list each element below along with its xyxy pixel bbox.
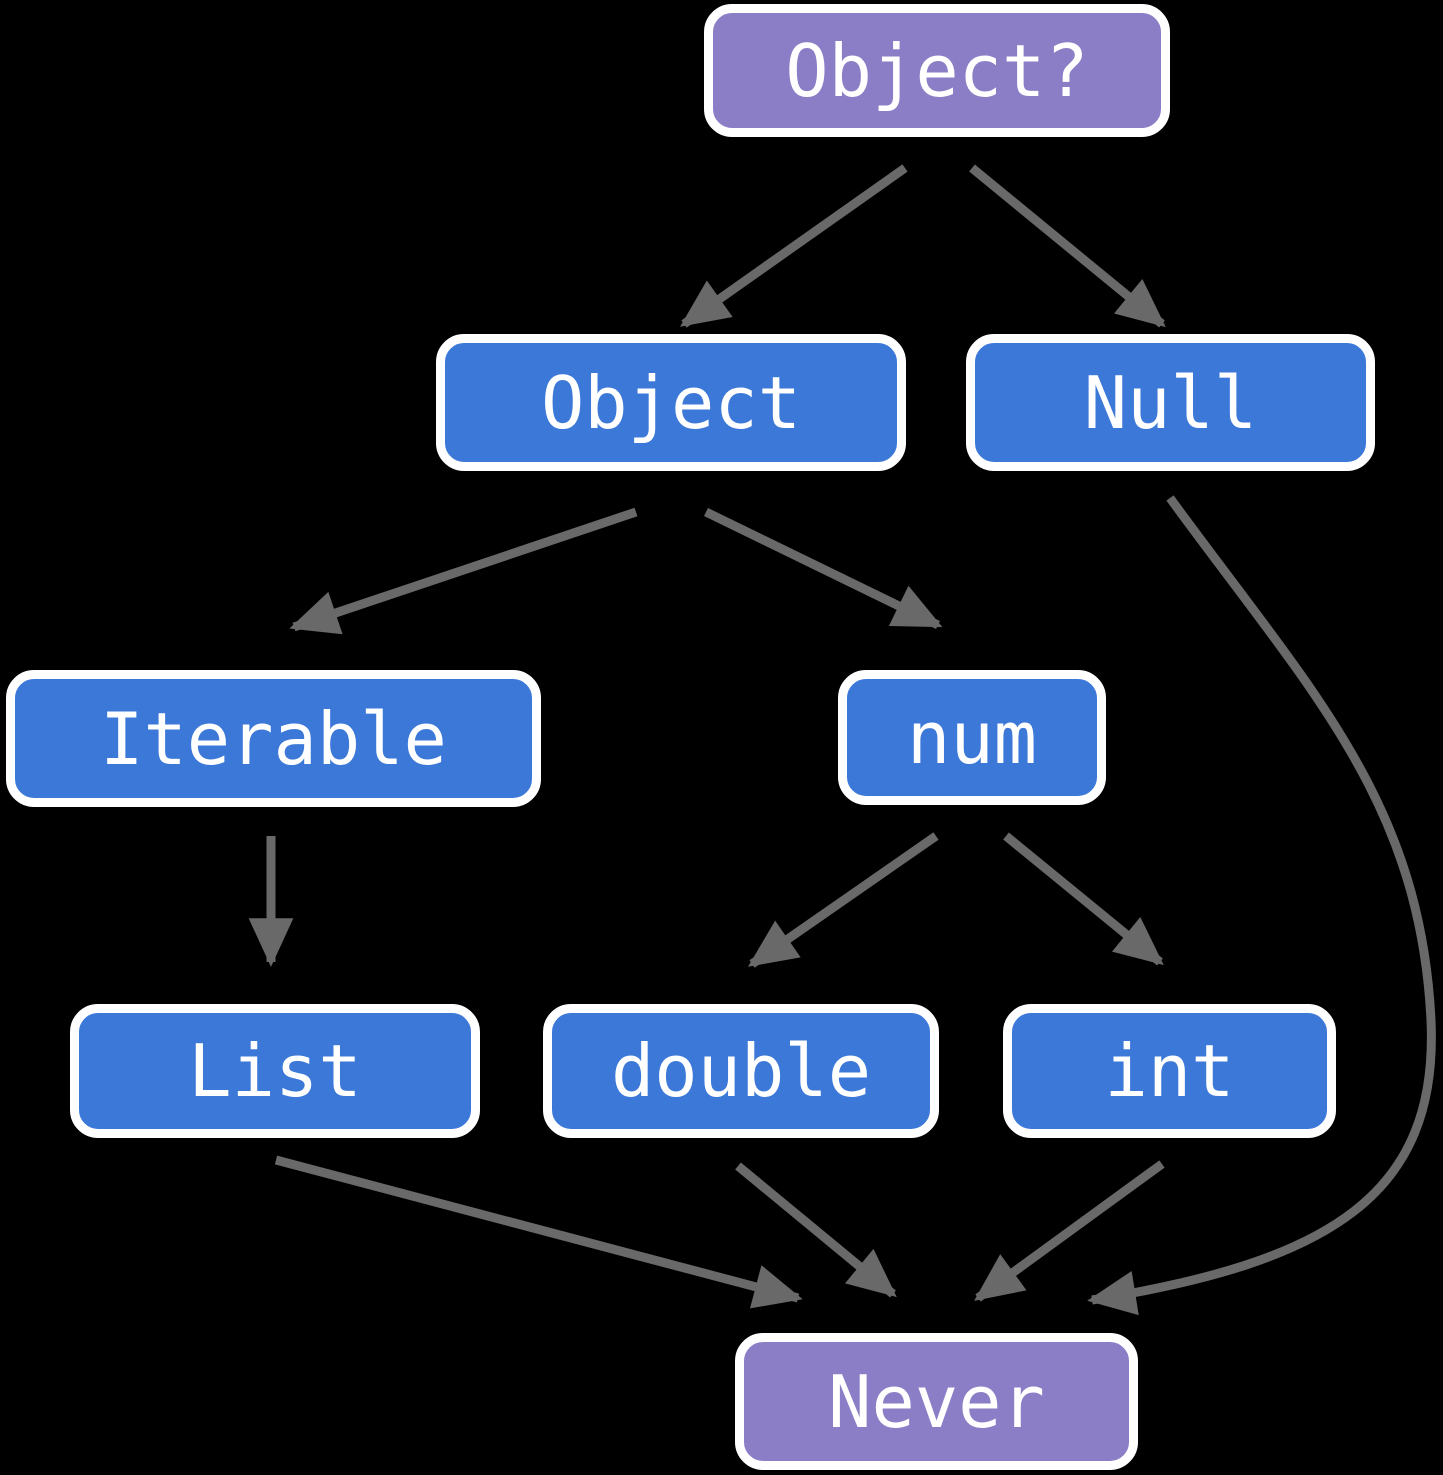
node-int: int — [1003, 1004, 1336, 1138]
node-list: List — [70, 1004, 480, 1138]
edge-object-to-iterable — [289, 507, 638, 635]
node-iterable: Iterable — [6, 670, 541, 807]
node-object: Object — [436, 334, 906, 471]
edge-list-to-never — [274, 1155, 803, 1309]
edge-int-to-never — [974, 1160, 1165, 1302]
edge-num-to-int — [1003, 832, 1164, 966]
edge-double-to-never — [735, 1162, 897, 1298]
node-null: Null — [966, 334, 1375, 471]
edge-object-to-num — [704, 507, 943, 630]
node-never: Never — [735, 1333, 1138, 1470]
node-double: double — [543, 1004, 939, 1138]
node-object-nullable: Object? — [704, 4, 1170, 137]
edge-objectq-to-null — [969, 164, 1166, 328]
node-num: num — [838, 670, 1106, 805]
edge-objectq-to-object — [680, 164, 908, 328]
edge-null-to-never — [1087, 495, 1436, 1316]
edge-num-to-double — [748, 832, 939, 968]
